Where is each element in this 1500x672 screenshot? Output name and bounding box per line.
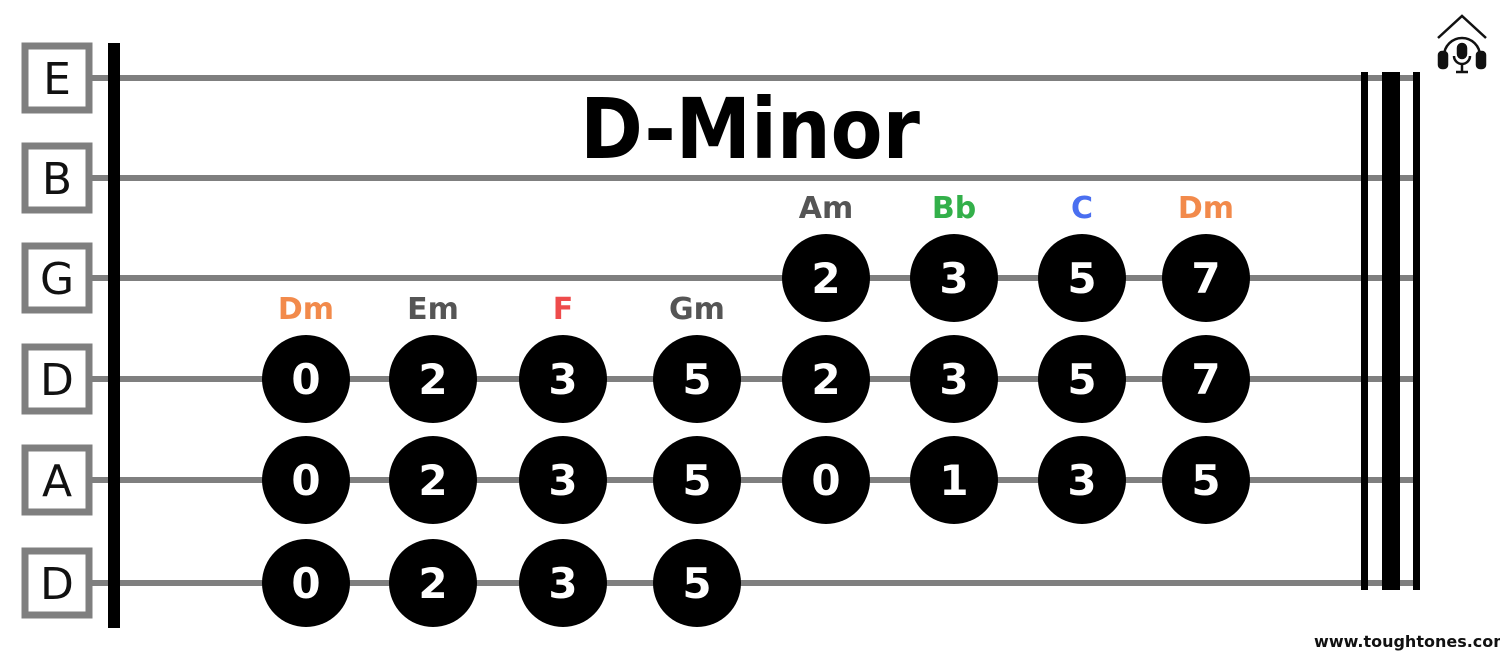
end-bar-thick [1382, 72, 1400, 590]
string-name-label: A [42, 456, 72, 507]
chord-label: Bb [932, 191, 976, 226]
fret-number: 3 [1067, 456, 1096, 505]
start-bar [108, 43, 120, 628]
fret-number: 5 [682, 559, 711, 608]
fret-number: 0 [291, 559, 320, 608]
end-bar-thin-right [1413, 72, 1420, 590]
fret-dot: 2 [389, 335, 477, 423]
chord-label: Am [799, 191, 853, 226]
fret-dot: 3 [519, 335, 607, 423]
fret-dot: 0 [262, 539, 350, 627]
fret-dot: 2 [389, 539, 477, 627]
fret-dot: 5 [653, 539, 741, 627]
string-name-box-6: D [21, 547, 93, 619]
fret-dot: 0 [262, 436, 350, 524]
chord-gm-4: Gm 5 5 5 [653, 292, 741, 627]
chord-label: C [1071, 191, 1093, 226]
fret-dot: 5 [1038, 335, 1126, 423]
fret-number: 3 [939, 254, 968, 303]
string-name-box-1: E [21, 42, 93, 114]
chord-em-2: Em 2 2 2 [389, 292, 477, 627]
fret-number: 3 [548, 456, 577, 505]
fret-dot: 0 [782, 436, 870, 524]
bars-layer [108, 43, 1420, 628]
fret-number: 5 [682, 456, 711, 505]
string-name-box-3: G [21, 242, 93, 314]
fret-number: 2 [418, 559, 447, 608]
fret-number: 2 [811, 355, 840, 404]
headphones-house-icon [1437, 14, 1487, 74]
chord-label: Dm [1178, 191, 1234, 226]
fret-number: 7 [1191, 254, 1220, 303]
fret-dot: 2 [389, 436, 477, 524]
chord-label: Em [407, 292, 459, 327]
chord-f-3: F 3 3 3 [519, 292, 607, 627]
chord-am-5: Am 2 2 0 [782, 191, 870, 524]
string-name-label: G [40, 254, 74, 305]
fret-dot: 7 [1162, 234, 1250, 322]
website-url: www.toughtones.com [1314, 632, 1500, 651]
fret-number: 0 [291, 355, 320, 404]
fret-dot: 3 [910, 335, 998, 423]
fret-number: 2 [418, 456, 447, 505]
string-name-label: D [40, 559, 74, 610]
fret-dot: 5 [653, 335, 741, 423]
string-name-box-2: B [21, 142, 93, 214]
chord-label: Gm [669, 292, 725, 327]
fret-number: 7 [1191, 355, 1220, 404]
fret-number: 1 [939, 456, 968, 505]
fret-number: 3 [548, 559, 577, 608]
fret-dot: 5 [1162, 436, 1250, 524]
fret-number: 3 [548, 355, 577, 404]
fret-dot: 1 [910, 436, 998, 524]
string-name-label: E [43, 54, 71, 105]
fret-dot: 3 [1038, 436, 1126, 524]
string-name-label: D [40, 355, 74, 406]
diagram-title: D-Minor [580, 80, 921, 178]
string-name-box-4: D [21, 343, 93, 415]
fret-dot: 3 [519, 436, 607, 524]
fret-number: 5 [682, 355, 711, 404]
fret-number: 5 [1191, 456, 1220, 505]
fret-number: 5 [1067, 254, 1096, 303]
fret-number: 0 [291, 456, 320, 505]
fret-dot: 2 [782, 234, 870, 322]
string-name-box-5: A [21, 444, 93, 516]
chord-bb-6: Bb 3 3 1 [910, 191, 998, 524]
fret-number: 2 [418, 355, 447, 404]
fret-dot: 3 [519, 539, 607, 627]
fret-number: 5 [1067, 355, 1096, 404]
fret-number: 2 [811, 254, 840, 303]
fret-dot: 5 [653, 436, 741, 524]
string-name-label: B [42, 154, 72, 205]
chord-dm-8: Dm 7 7 5 [1162, 191, 1250, 524]
chord-label: F [553, 292, 574, 327]
fret-dot: 3 [910, 234, 998, 322]
fret-number: 3 [939, 355, 968, 404]
fret-dot: 5 [1038, 234, 1126, 322]
fret-dot: 7 [1162, 335, 1250, 423]
fret-number: 0 [811, 456, 840, 505]
chord-c-7: C 5 5 3 [1038, 191, 1126, 524]
end-bar-thin-left [1361, 72, 1368, 590]
fret-dot: 0 [262, 335, 350, 423]
chord-label: Dm [278, 292, 334, 327]
fret-dot: 2 [782, 335, 870, 423]
chord-dm-1: Dm 0 0 0 [262, 292, 350, 627]
